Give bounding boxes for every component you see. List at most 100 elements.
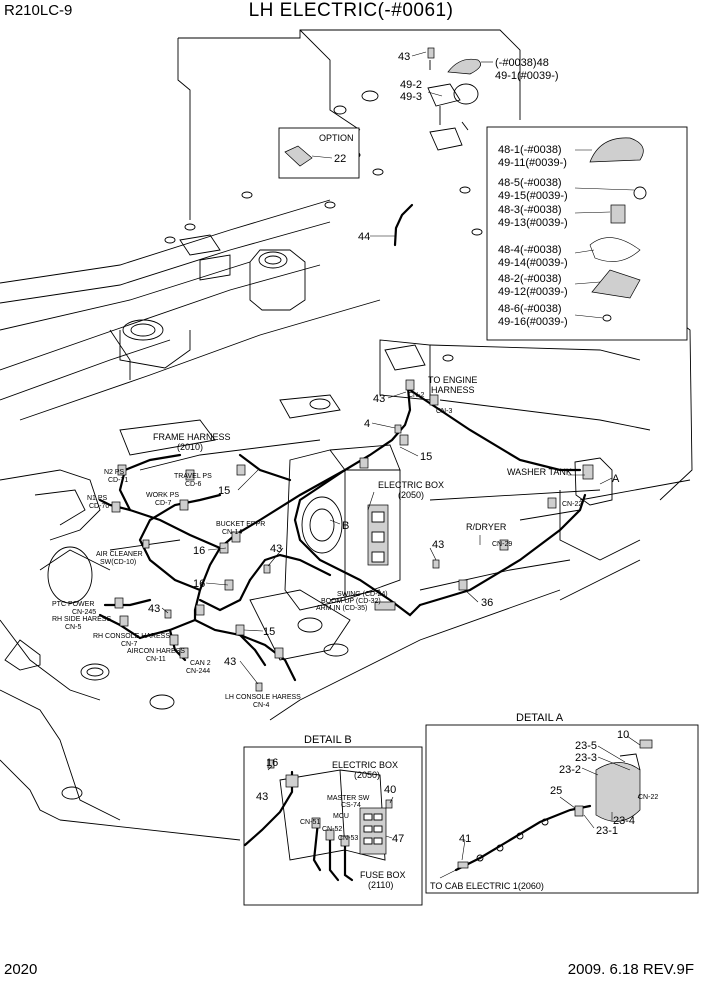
label-rh-side: RH SIDE HARESS	[52, 616, 111, 623]
label-cn22-main: CN-22	[562, 501, 582, 508]
label-cn245: CN-245	[72, 609, 96, 616]
detail-b-label-43: 43	[256, 791, 268, 803]
label-cn3: CN-3	[436, 408, 452, 415]
electric-box-drawing	[284, 444, 401, 611]
parts-list-item-b: 49-15(#0039-)	[498, 190, 568, 202]
upper-frame-structure	[0, 29, 693, 841]
detail-b-electric-box-no: (2050)	[354, 770, 380, 780]
label-arm-in: ARM IN (CD-35)	[316, 605, 367, 612]
label-22: 22	[334, 153, 346, 165]
label-cn14: CN-14	[222, 529, 242, 536]
detail-a-label-23-1: 23-1	[596, 825, 618, 837]
label-16a: 16	[193, 545, 205, 557]
label-43a: 43	[373, 393, 385, 405]
parts-list-item-b: 49-14(#0039-)	[498, 257, 568, 269]
label-cn11: CN-11	[146, 656, 166, 663]
detail-a-title: DETAIL A	[516, 712, 564, 724]
option-box	[278, 127, 360, 179]
label-4: 4	[364, 418, 370, 430]
label-cn244: CN-244	[186, 668, 210, 675]
label-sw-cd10: SW(CD-10)	[100, 559, 136, 566]
parts-list-item-a: 48-5(-#0038)	[498, 177, 562, 189]
detail-b-label-40: 40	[384, 784, 396, 796]
label-cn7: CN-7	[121, 641, 137, 648]
label-cn4: CN-4	[253, 702, 269, 709]
page-number: 2020	[4, 961, 38, 978]
label-n1-ps: N1 PS	[87, 495, 108, 502]
model-number: R210LC-9	[4, 2, 73, 19]
label-lh-console: LH CONSOLE HARESS	[225, 694, 301, 701]
label-electric-box: ELECTRIC BOX	[378, 480, 444, 490]
label-49-3: 49-3	[400, 91, 422, 103]
label-ptc-power: PTC POWER	[52, 601, 94, 608]
label-bucket-eppr: BUCKET EPPR	[216, 521, 265, 528]
label-cn2: CN-2	[408, 392, 424, 399]
label-cd71: CD-71	[108, 477, 128, 484]
detail-a-label-23-2: 23-2	[559, 764, 581, 776]
label-48-top: (-#0038)48	[495, 57, 549, 69]
label-cn29: CN-29	[492, 541, 512, 548]
label-travel-ps: TRAVEL PS	[174, 473, 212, 480]
label-44: 44	[358, 231, 370, 243]
beacon-parts-list-box	[486, 126, 688, 341]
detail-b-electric-box: ELECTRIC BOX	[332, 760, 398, 770]
detail-b-cn53: CN-53	[338, 835, 358, 842]
label-15a: 15	[420, 451, 432, 463]
label-43-top: 43	[398, 51, 410, 63]
washer-tank-drawing	[574, 457, 613, 506]
detail-b-label-47: 47	[392, 833, 404, 845]
revision-date: 2009. 6.18 REV.9F	[567, 961, 694, 978]
detail-a-label-10: 10	[617, 729, 629, 741]
label-a-marker: A	[612, 473, 620, 485]
detail-a-label-23-5: 23-5	[575, 740, 597, 752]
parts-list-item-a: 48-2(-#0038)	[498, 273, 562, 285]
label-49-1: 49-1(#0039-)	[495, 70, 559, 82]
parts-list-item-b: 49-12(#0039-)	[498, 286, 568, 298]
wiring-harness	[98, 203, 587, 692]
label-43d: 43	[148, 603, 160, 615]
label-b-marker: B	[342, 520, 349, 532]
label-frame-harness-no: (2010)	[177, 442, 203, 452]
label-can2: CAN 2	[190, 660, 211, 667]
label-swing: SWING (CD-24)	[337, 591, 388, 598]
label-rh-console: RH CONSOLE HARESS	[93, 633, 170, 640]
label-36: 36	[481, 597, 493, 609]
label-16b: 16	[193, 578, 205, 590]
detail-a-label-25: 25	[550, 785, 562, 797]
detail-b-labels: DETAIL B 16 43 ELECTRIC BOX (2050) 40 MA…	[256, 734, 406, 890]
detail-a-to-cab: TO CAB ELECTRIC 1(2060)	[430, 881, 544, 891]
parts-list: 48-1(-#0038) 49-11(#0039-) 48-5(-#0038) …	[498, 144, 568, 328]
label-to-engine: TO ENGINE	[428, 375, 477, 385]
label-boom-up: BOOM UP (CD-32)	[321, 598, 381, 605]
label-cd70: CD-70	[89, 503, 109, 510]
label-work-ps: WORK PS	[146, 492, 179, 499]
detail-b-title: DETAIL B	[304, 734, 352, 746]
beacon-parts	[427, 47, 481, 151]
label-43b: 43	[270, 543, 282, 555]
detail-a-label-23-3: 23-3	[575, 752, 597, 764]
label-49-2: 49-2	[400, 79, 422, 91]
leader-lines	[161, 51, 641, 861]
label-43c: 43	[432, 539, 444, 551]
label-electric-box-no: (2050)	[398, 490, 424, 500]
detail-b-cs74: CS-74	[341, 802, 361, 809]
detail-b-mcu: MCU	[333, 813, 349, 820]
parts-list-item-b: 49-11(#0039-)	[498, 157, 567, 169]
parts-list-item-b: 49-13(#0039-)	[498, 217, 568, 229]
label-air-cleaner: AIR CLEANER	[96, 551, 143, 558]
label-option: OPTION	[319, 133, 354, 143]
detail-a-label-23-4: 23-4	[613, 815, 635, 827]
page-title: LH ELECTRIC(-#0061)	[248, 0, 454, 21]
label-n2-ps: N2 PS	[104, 469, 125, 476]
detail-a-label-41: 41	[459, 833, 471, 845]
label-43e: 43	[224, 656, 236, 668]
parts-list-item-a: 48-3(-#0038)	[498, 204, 562, 216]
label-15b: 15	[218, 485, 230, 497]
label-cd7: CD-7	[155, 500, 171, 507]
label-frame-harness: FRAME HARNESS	[153, 432, 231, 442]
detail-b-fuse-box: FUSE BOX	[360, 870, 406, 880]
label-cn5: CN-5	[65, 624, 81, 631]
detail-a-labels: DETAIL A 10 23-5 23-3 23-2 25 CN-22 23-4…	[430, 712, 658, 891]
detail-b-cn51: CN-51	[300, 819, 320, 826]
